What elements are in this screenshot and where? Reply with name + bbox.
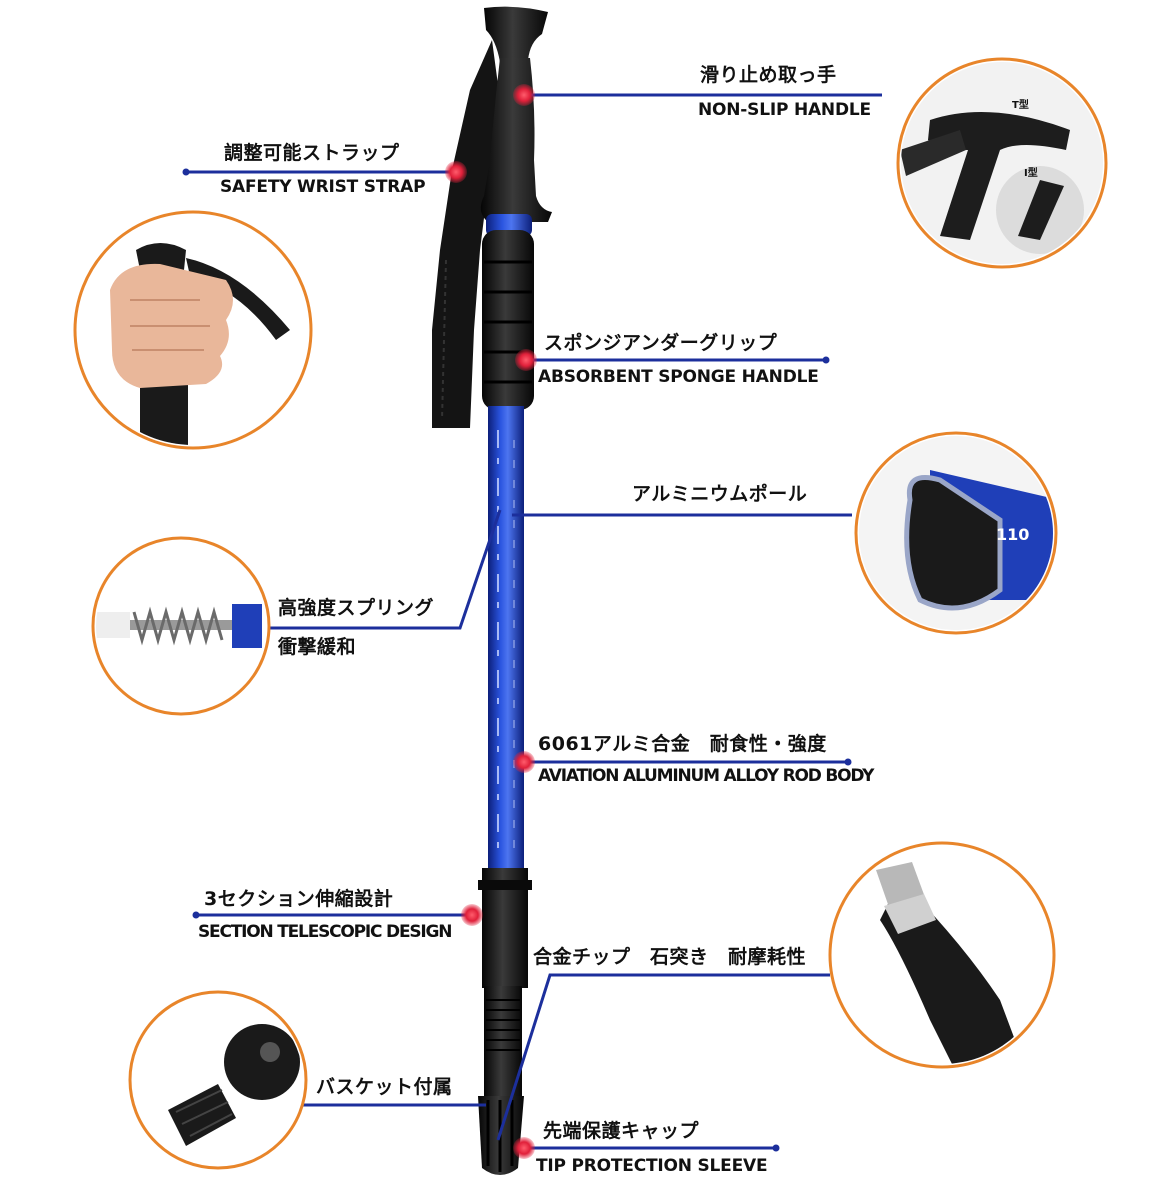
sponge-label-en: ABSORBENT SPONGE HANDLE <box>538 367 819 387</box>
section-label-jp: 3セクション伸縮設計 <box>204 888 394 910</box>
inset-hand-grip <box>73 210 313 450</box>
inset-spring <box>91 536 271 716</box>
handle-body <box>480 58 552 222</box>
basket-label-jp: バスケット付属 <box>316 1076 453 1098</box>
t-type-label: T型 <box>1012 98 1029 111</box>
alloy-label-en: AVIATION ALUMINUM ALLOY ROD BODY <box>538 766 874 786</box>
spring-label-jp: 高強度スプリング <box>278 597 435 619</box>
cap-label-en: TIP PROTECTION SLEEVE <box>536 1156 768 1176</box>
section-label-en: SECTION TELESCOPIC DESIGN <box>198 922 453 942</box>
marker-section <box>461 904 483 926</box>
wrist-strap <box>432 40 500 428</box>
handle-label-en: NON-SLIP HANDLE <box>698 100 871 120</box>
marker-strap <box>445 161 467 183</box>
strap-label-jp: 調整可能ストラップ <box>224 142 400 164</box>
inset-basket <box>128 990 308 1170</box>
marker-alloy <box>513 751 535 773</box>
pole-label-jp: アルミニウムポール <box>632 483 808 505</box>
trekking-pole <box>432 6 552 1175</box>
size-mark: 110 <box>996 525 1029 544</box>
strap-label-en: SAFETY WRIST STRAP <box>220 177 426 197</box>
marker-cap <box>513 1137 535 1159</box>
inset-aluminium-profile: 110 <box>854 431 1058 635</box>
cap-label-jp: 先端保護キャップ <box>543 1120 700 1142</box>
marker-sponge <box>515 349 537 371</box>
handle-top <box>484 6 548 62</box>
inset-handle-types: T型 I型 <box>896 57 1108 269</box>
sponge-label-jp: スポンジアンダーグリップ <box>544 332 778 354</box>
marker-handle <box>513 84 535 106</box>
i-type-label: I型 <box>1024 166 1038 179</box>
feature-markers <box>445 84 537 1159</box>
tip-label-jp: 合金チップ 石突き 耐摩耗性 <box>533 946 807 968</box>
alloy-label-jp: 6061アルミ合金 耐食性・強度 <box>538 733 827 755</box>
handle-label-jp: 滑り止め取っ手 <box>700 64 837 86</box>
callout-lines <box>186 93 882 1150</box>
upper-tube <box>488 406 524 876</box>
spring-label-jp-2: 衝撃緩和 <box>278 636 357 658</box>
inset-alloy-tip <box>828 841 1056 1069</box>
sponge-grip <box>482 230 534 410</box>
callout-end-dots <box>182 168 852 1152</box>
